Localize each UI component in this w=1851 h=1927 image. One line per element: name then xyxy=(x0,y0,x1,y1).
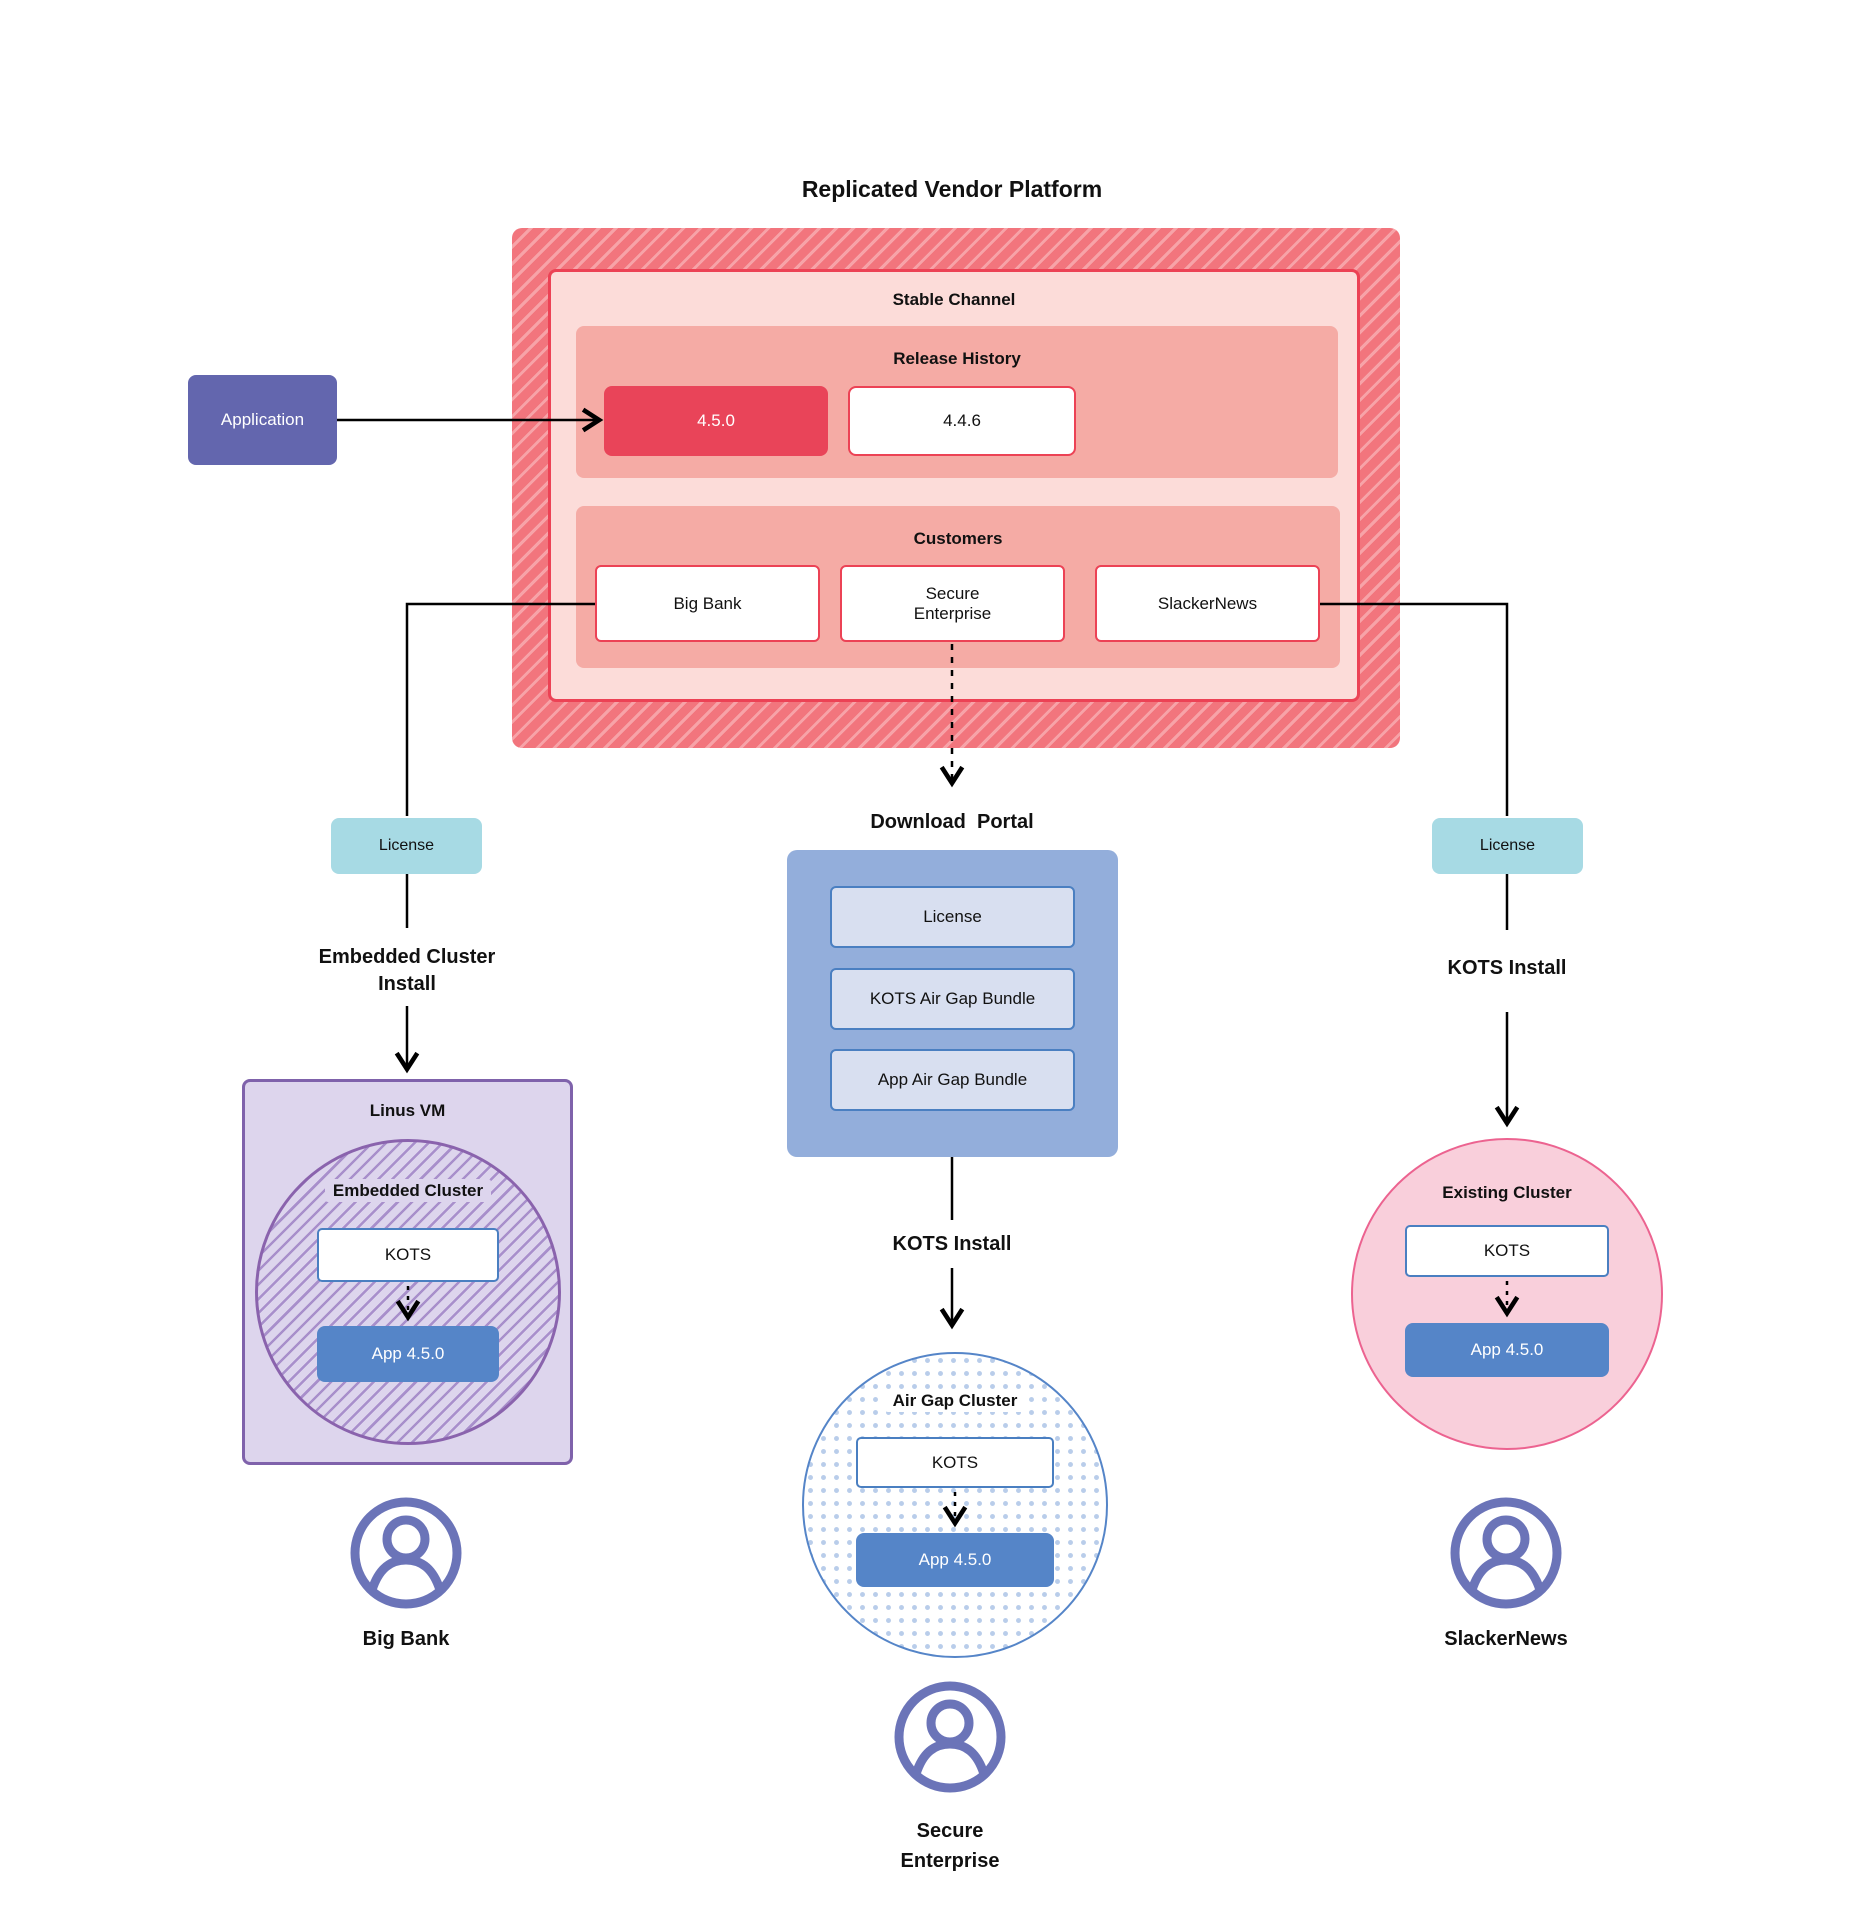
secure-enterprise-user-icon xyxy=(890,1677,1010,1797)
license-left-box: License xyxy=(331,818,482,874)
release-version-previous: 4.4.6 xyxy=(848,386,1076,456)
kots-box-embedded: KOTS xyxy=(317,1228,499,1282)
air-gap-cluster-title: Air Gap Cluster xyxy=(802,1389,1108,1412)
kots-box-existing: KOTS xyxy=(1405,1225,1609,1277)
customer-big-bank-label: Big Bank xyxy=(673,593,742,613)
customer-secure-enterprise-box: Secure Enterprise xyxy=(840,565,1065,642)
kots-install-center-label: KOTS Install xyxy=(892,1233,1012,1255)
kots-box-airgap: KOTS xyxy=(856,1437,1054,1488)
license-right-box: License xyxy=(1432,818,1583,874)
download-portal-label: Download Portal xyxy=(870,811,1034,833)
diagram-title: Replicated Vendor Platform xyxy=(801,176,1103,202)
portal-license-item: License xyxy=(830,886,1075,948)
existing-cluster-title: Existing Cluster xyxy=(1442,1183,1572,1202)
app-box-existing: App 4.5.0 xyxy=(1405,1323,1609,1377)
portal-kots-airgap-bundle-item: KOTS Air Gap Bundle xyxy=(830,968,1075,1030)
slackernews-user-label: SlackerNews xyxy=(1444,1628,1568,1650)
application-box: Application xyxy=(188,375,337,465)
release-version-current: 4.5.0 xyxy=(604,386,828,456)
customers-title: Customers xyxy=(913,529,1003,548)
customer-secure-enterprise-label: Secure Enterprise xyxy=(913,583,992,623)
app-box-airgap: App 4.5.0 xyxy=(856,1533,1054,1587)
big-bank-user-label: Big Bank xyxy=(362,1628,450,1650)
portal-app-airgap-bundle-item: App Air Gap Bundle xyxy=(830,1049,1075,1111)
customer-slackernews-label: SlackerNews xyxy=(1157,593,1258,613)
big-bank-user-icon xyxy=(346,1493,466,1613)
slackernews-user-icon xyxy=(1446,1493,1566,1613)
embedded-cluster-install-label: Embedded Cluster Install xyxy=(318,946,496,995)
embedded-cluster-title: Embedded Cluster xyxy=(255,1179,561,1202)
customer-big-bank-box: Big Bank xyxy=(595,565,820,642)
kots-install-right-label: KOTS Install xyxy=(1447,957,1567,979)
customer-slackernews-box: SlackerNews xyxy=(1095,565,1320,642)
linus-vm-title: Linus VM xyxy=(369,1101,446,1120)
secure-enterprise-user-label: Secure Enterprise xyxy=(900,1820,1000,1872)
app-box-embedded: App 4.5.0 xyxy=(317,1326,499,1382)
stable-channel-title: Stable Channel xyxy=(892,290,1016,309)
release-history-title: Release History xyxy=(893,349,1021,368)
